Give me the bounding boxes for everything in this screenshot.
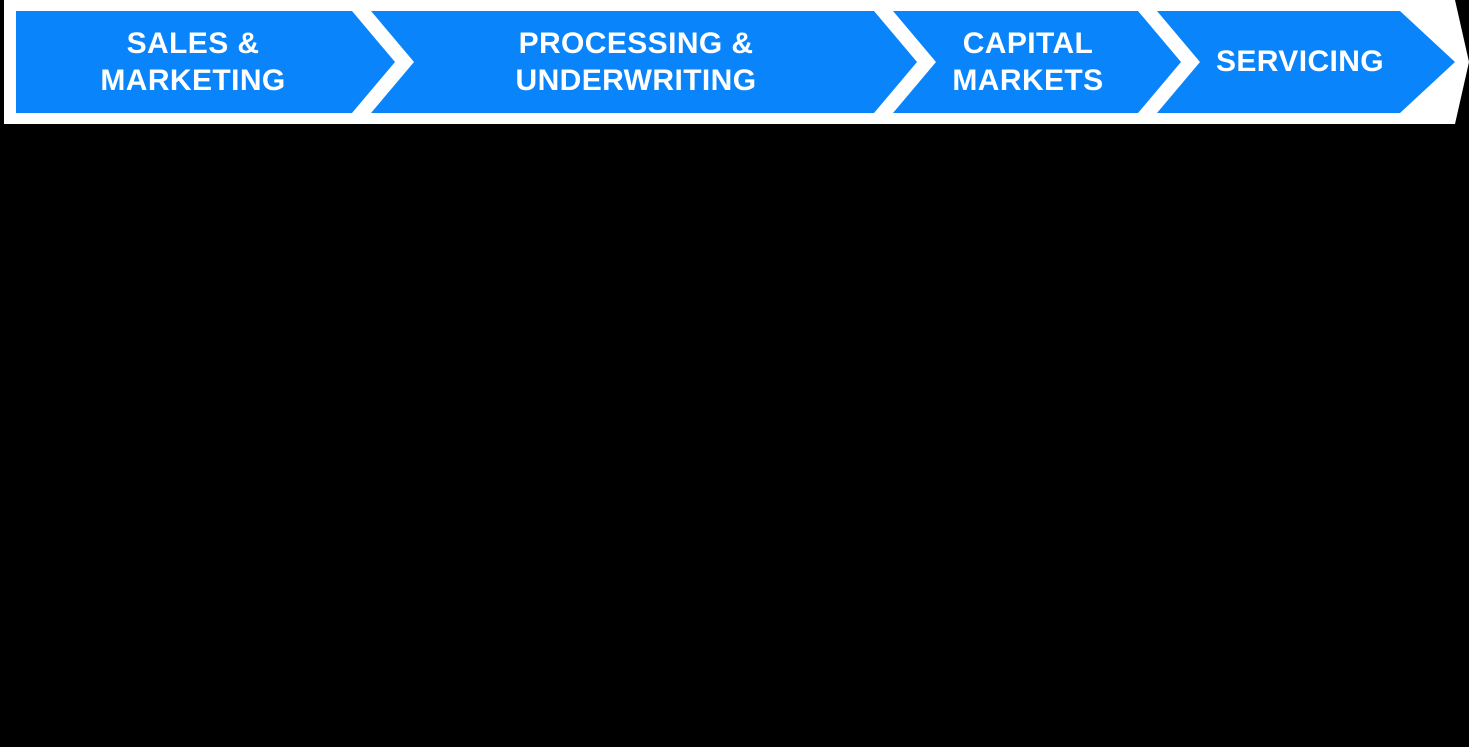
chevron-right-icon (874, 11, 936, 113)
chevron-right-icon (352, 11, 414, 113)
stage-item-capital-markets[interactable]: CAPITAL MARKETS (952, 26, 1104, 97)
process-flow-banner: SALES & MARKETING PROCESSING & UNDERWRIT… (0, 0, 1469, 130)
stage-item-sales-marketing[interactable]: SALES & MARKETING (100, 26, 286, 97)
stage-item-processing-underwriting[interactable]: PROCESSING & UNDERWRITING (515, 26, 757, 97)
chevron-right-icon (1138, 11, 1200, 113)
stage-item-servicing[interactable]: SERVICING (1215, 45, 1385, 79)
banner-arrow-graphic (0, 0, 1469, 130)
content-area (0, 130, 1469, 747)
